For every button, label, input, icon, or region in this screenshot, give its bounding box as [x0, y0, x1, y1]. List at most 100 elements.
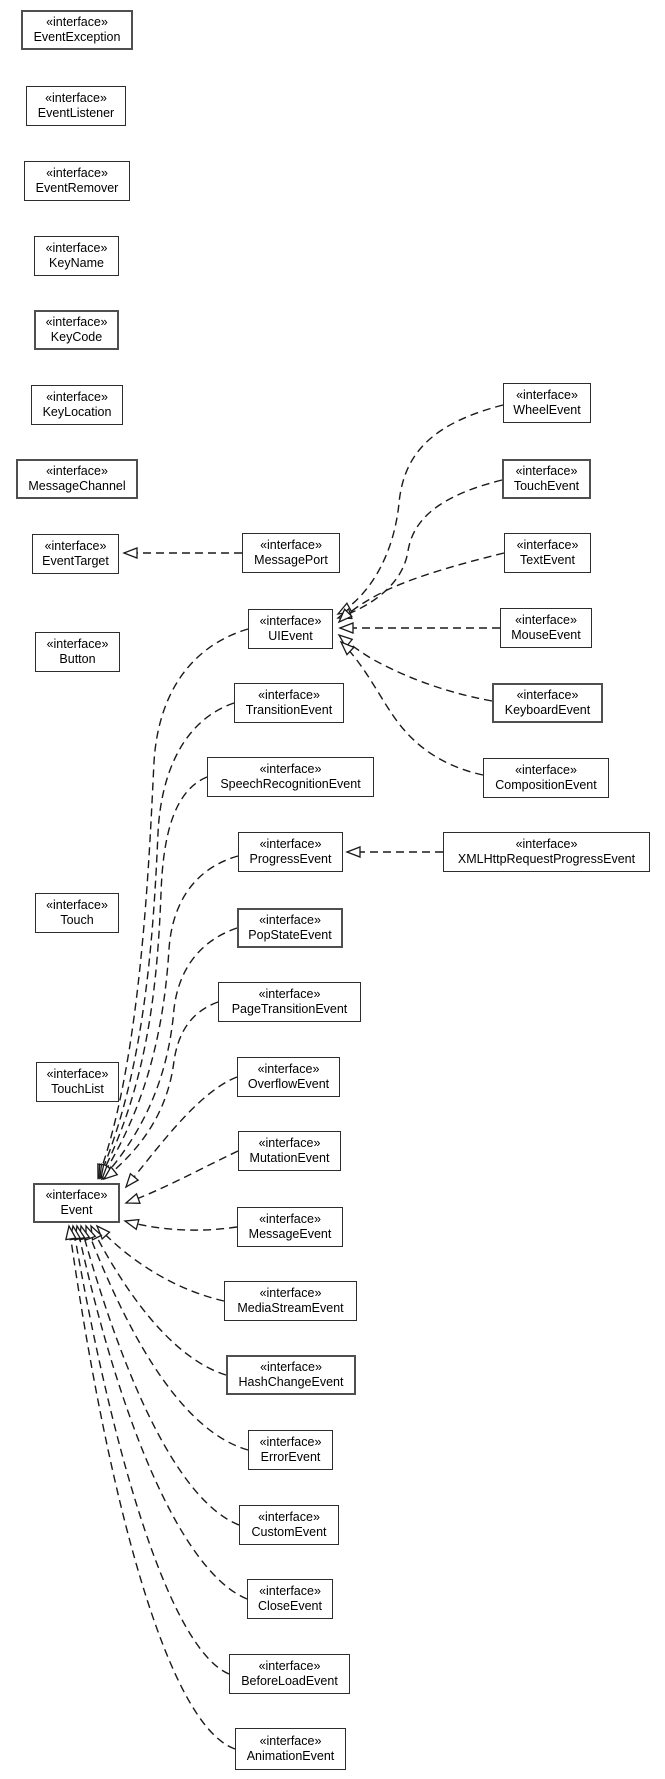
interface-name: TextEvent: [520, 553, 575, 567]
stereotype-label: «interface»: [516, 688, 579, 702]
stereotype-label: «interface»: [258, 1136, 321, 1150]
stereotype-label: «interface»: [259, 1286, 322, 1300]
stereotype-label: «interface»: [46, 390, 108, 404]
interface-name: MessageEvent: [248, 1227, 332, 1241]
stereotype-label: «interface»: [45, 91, 107, 105]
edge-AnimationEvent-Event: [65, 1224, 236, 1750]
interface-box-TransitionEvent: «interface» TransitionEvent: [234, 683, 344, 723]
interface-name: MessagePort: [254, 553, 328, 567]
edge-HashChangeEvent-Event: [90, 1224, 227, 1376]
interface-name: EventRemover: [35, 181, 119, 195]
interface-name: TransitionEvent: [245, 703, 333, 717]
interface-box-Button: «interface» Button: [35, 632, 120, 672]
interface-name: OverflowEvent: [247, 1077, 330, 1091]
edge-UIEvent-Event: [97, 628, 249, 1180]
stereotype-label: «interface»: [259, 837, 322, 851]
edge-TransitionEvent-Event: [98, 702, 235, 1180]
stereotype-label: «interface»: [45, 241, 108, 255]
interface-box-XMLHttpRequestProgressEvent: «interface» XMLHttpRequestProgressEvent: [443, 832, 650, 872]
interface-box-KeyCode: «interface» KeyCode: [34, 310, 119, 350]
stereotype-label: «interface»: [259, 913, 321, 927]
interface-name: EventListener: [37, 106, 115, 120]
interface-name: UIEvent: [268, 629, 313, 643]
interface-name: PopStateEvent: [248, 928, 332, 942]
stereotype-label: «interface»: [515, 613, 577, 627]
interface-box-KeyboardEvent: «interface» KeyboardEvent: [492, 683, 603, 723]
interface-name: KeyName: [49, 256, 104, 270]
interface-name: AnimationEvent: [246, 1749, 335, 1763]
stereotype-label: «interface»: [259, 614, 322, 628]
stereotype-label: «interface»: [46, 166, 108, 180]
interface-name: CustomEvent: [251, 1525, 327, 1539]
interface-name: MessageChannel: [28, 479, 126, 493]
stereotype-label: «interface»: [45, 1188, 108, 1202]
edge-TextEvent-UIEvent: [337, 552, 505, 624]
edge-CompositionEvent-UIEvent: [339, 640, 484, 776]
interface-box-TouchEvent: «interface» TouchEvent: [502, 459, 591, 499]
stereotype-label: «interface»: [259, 762, 322, 776]
edge-MutationEvent-Event: [124, 1150, 239, 1204]
stereotype-label: «interface»: [259, 1584, 321, 1598]
interface-box-ProgressEvent: «interface» ProgressEvent: [238, 832, 343, 872]
interface-box-UIEvent: «interface» UIEvent: [248, 609, 333, 649]
interface-box-MouseEvent: «interface» MouseEvent: [500, 608, 592, 648]
interface-box-Touch: «interface» Touch: [35, 893, 119, 933]
interface-name: EventTarget: [42, 554, 109, 568]
stereotype-label: «interface»: [515, 763, 577, 777]
interface-name: ErrorEvent: [260, 1450, 321, 1464]
interface-name: MutationEvent: [249, 1151, 330, 1165]
interface-box-BeforeLoadEvent: «interface» BeforeLoadEvent: [229, 1654, 350, 1694]
stereotype-label: «interface»: [515, 837, 578, 851]
interface-box-SpeechRecognitionEvent: «interface» SpeechRecognitionEvent: [207, 757, 374, 797]
interface-name: BeforeLoadEvent: [241, 1674, 338, 1688]
interface-name: TouchEvent: [513, 479, 580, 493]
interface-box-CompositionEvent: «interface» CompositionEvent: [483, 758, 609, 798]
stereotype-label: «interface»: [516, 388, 578, 402]
interface-box-Event: «interface» Event: [33, 1183, 120, 1223]
stereotype-label: «interface»: [260, 538, 322, 552]
interface-box-MessageEvent: «interface» MessageEvent: [237, 1207, 343, 1247]
interface-name: ProgressEvent: [249, 852, 332, 866]
stereotype-label: «interface»: [257, 1062, 320, 1076]
edge-PageTransitionEvent-Event: [102, 1001, 219, 1181]
interface-box-EventRemover: «interface» EventRemover: [24, 161, 130, 201]
edge-MessageEvent-Event: [123, 1218, 238, 1231]
edge-OverflowEvent-Event: [124, 1076, 238, 1189]
interface-box-CloseEvent: «interface» CloseEvent: [247, 1579, 333, 1619]
interface-box-TouchList: «interface» TouchList: [36, 1062, 119, 1102]
stereotype-label: «interface»: [258, 1510, 320, 1524]
stereotype-label: «interface»: [46, 898, 108, 912]
edge-CustomEvent-Event: [78, 1224, 240, 1526]
interface-box-PopStateEvent: «interface» PopStateEvent: [237, 908, 343, 948]
stereotype-label: «interface»: [515, 464, 578, 478]
interface-box-TextEvent: «interface» TextEvent: [504, 533, 591, 573]
stereotype-label: «interface»: [46, 637, 109, 651]
stereotype-label: «interface»: [44, 539, 107, 553]
edge-BeforeLoadEvent-Event: [69, 1224, 230, 1675]
edge-WheelEvent-UIEvent: [336, 404, 504, 615]
interface-name: WheelEvent: [513, 403, 581, 417]
edge-SpeechRecognitionEvent-Event: [99, 776, 208, 1180]
stereotype-label: «interface»: [46, 15, 108, 29]
interface-name: Button: [59, 652, 96, 666]
interface-name: MediaStreamEvent: [237, 1301, 344, 1315]
interface-name: XMLHttpRequestProgressEvent: [457, 852, 636, 866]
interface-box-MessageChannel: «interface» MessageChannel: [16, 459, 138, 499]
interface-name: HashChangeEvent: [238, 1375, 344, 1389]
interface-name: KeyboardEvent: [504, 703, 591, 717]
stereotype-label: «interface»: [259, 1212, 321, 1226]
interface-name: TouchList: [51, 1082, 104, 1096]
stereotype-label: «interface»: [258, 987, 321, 1001]
interface-box-PageTransitionEvent: «interface» PageTransitionEvent: [218, 982, 361, 1022]
edge-MediaStreamEvent-Event: [95, 1224, 225, 1302]
interface-name: KeyCode: [50, 330, 103, 344]
edge-KeyboardEvent-UIEvent: [337, 633, 493, 702]
interface-box-ErrorEvent: «interface» ErrorEvent: [248, 1430, 333, 1470]
interface-name: PageTransitionEvent: [231, 1002, 348, 1016]
stereotype-label: «interface»: [516, 538, 579, 552]
stereotype-label: «interface»: [259, 1435, 322, 1449]
interface-name: Event: [60, 1203, 93, 1217]
interface-box-EventException: «interface» EventException: [21, 10, 133, 50]
